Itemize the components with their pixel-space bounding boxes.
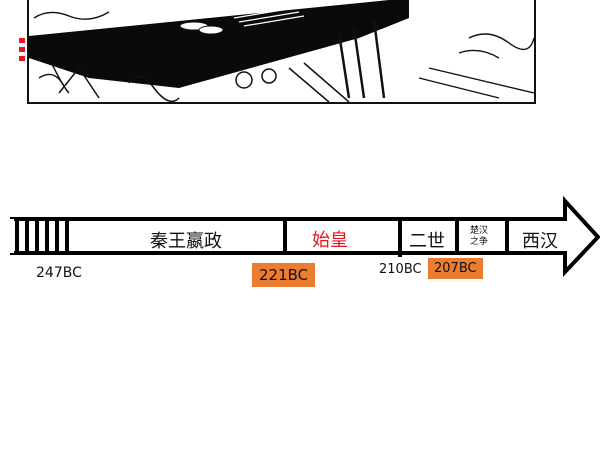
date-207bc: 207BC: [428, 258, 483, 279]
segment-western-han: 西汉: [522, 231, 558, 252]
segment-first-emperor: 始皇: [312, 230, 348, 251]
timeline-arrow: 秦王嬴政 始皇 二世 楚汉 之争 西汉 247BC 221BC 210BC 20…: [0, 195, 600, 287]
woodcut-illustration: [27, 0, 536, 104]
date-247bc: 247BC: [36, 265, 82, 281]
red-edge-mark: [19, 38, 25, 62]
date-210bc: 210BC: [379, 262, 422, 277]
arrow-shape: [10, 195, 600, 278]
segment-second-emperor: 二世: [409, 231, 445, 252]
segment-label-line1: 楚汉: [470, 226, 489, 236]
date-221bc: 221BC: [252, 263, 316, 287]
segment-qin-king-ying-zheng: 秦王嬴政: [150, 231, 222, 252]
segment-chu-han-contention: 楚汉 之争: [470, 226, 488, 248]
segment-label-line2: 之争: [470, 237, 489, 247]
